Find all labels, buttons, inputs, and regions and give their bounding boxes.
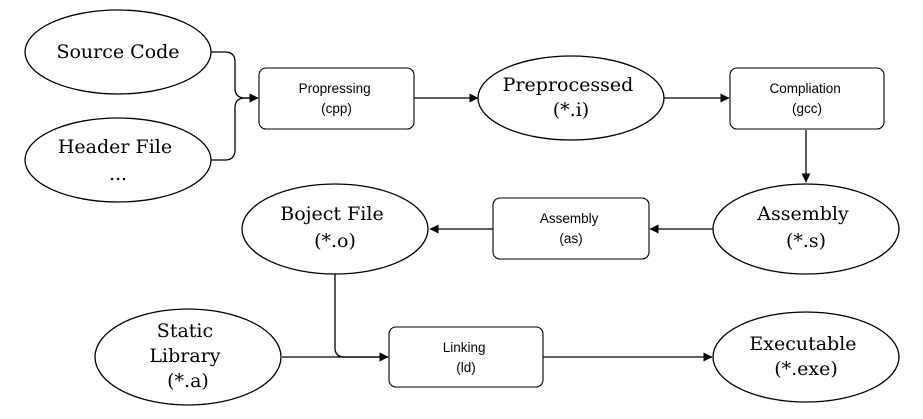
header-file-node: Header File ...	[24, 117, 212, 203]
assembly-process-node: Assembly (as)	[492, 197, 650, 260]
propressing-node: Propressing (cpp)	[258, 67, 415, 130]
connectors	[210, 51, 811, 362]
source-code-label: Source Code	[56, 41, 179, 63]
assembly-process-label: Assembly (as)	[540, 211, 602, 246]
source-code-node: Source Code	[24, 9, 212, 95]
assembly-file-node: Assembly (*.s)	[712, 183, 900, 275]
static-library-node: Static Library (*.a)	[94, 308, 282, 406]
edge-header-to-propressing	[210, 93, 259, 161]
executable-label: Executable (*.exe)	[749, 333, 862, 380]
linking-label: Linking (ld)	[443, 340, 490, 375]
edge-boject-file-to-linking	[334, 274, 389, 362]
preprocessed-label: Preprocessed (*.i)	[503, 74, 640, 121]
boject-file-label: Boject File (*.o)	[280, 203, 389, 252]
compliation-node: Compliation (gcc)	[729, 67, 885, 130]
assembly-file-label: Assembly (*.s)	[756, 203, 855, 252]
header-file-label: Header File ...	[58, 136, 178, 185]
linking-node: Linking (ld)	[388, 326, 544, 388]
compliation-label: Compliation (gcc)	[769, 81, 844, 116]
static-library-label: Static Library (*.a)	[149, 320, 226, 392]
preprocessed-node: Preprocessed (*.i)	[477, 55, 665, 141]
boject-file-node: Boject File (*.o)	[241, 183, 429, 275]
propressing-label: Propressing (cpp)	[299, 81, 375, 116]
executable-node: Executable (*.exe)	[712, 311, 900, 403]
edge-source-to-propressing	[210, 51, 259, 103]
